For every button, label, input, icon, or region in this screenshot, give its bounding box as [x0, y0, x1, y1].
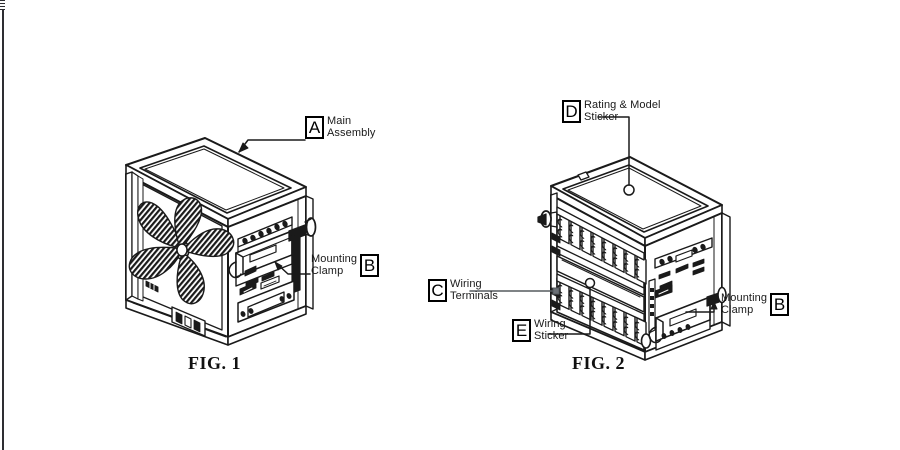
- fig1-caption: FIG. 1: [188, 353, 242, 373]
- callout-d-rating-model-sticker: D Rating & Model Sticker: [562, 99, 664, 123]
- wiring-sticker-marker: [584, 277, 596, 289]
- fan-assembly: [128, 197, 235, 305]
- fig2-caption: FIG. 2: [572, 353, 626, 373]
- callout-label-c: Wiring Terminals: [450, 278, 498, 302]
- callout-b-mounting-clamp-fig2: Mounting Clamp B: [718, 292, 790, 316]
- callout-b-mounting-clamp: Mounting Clamp B: [308, 253, 380, 277]
- callout-label-d: Rating & Model Sticker: [584, 99, 661, 123]
- callout-key-d: D: [562, 100, 581, 123]
- callout-label-b: Mounting Clamp: [311, 253, 358, 277]
- callout-key-b-fig2: B: [770, 293, 790, 316]
- fig2-artwork: [469, 116, 731, 361]
- callout-label-b-fig2: Mounting Clamp: [721, 292, 768, 316]
- rating-sticker-marker: [623, 184, 635, 196]
- callout-key-a: A: [305, 116, 324, 139]
- callout-key-e: E: [512, 319, 531, 342]
- callout-a-main-assembly: A Main Assembly: [305, 115, 378, 139]
- page-edge-rule: [2, 0, 4, 450]
- callout-e-wiring-sticker: E Wiring Sticker: [512, 318, 571, 342]
- mounting-clamp-fig2: [648, 286, 727, 351]
- mounting-clamp-fig1: [228, 217, 317, 294]
- fig1-artwork: [125, 137, 317, 346]
- page-edge-tick-mark: [0, 0, 5, 10]
- callout-key-c: C: [428, 279, 447, 302]
- callout-label-e: Wiring Sticker: [534, 318, 569, 342]
- callout-label-a: Main Assembly: [327, 115, 376, 139]
- callout-c-wiring-terminals: C Wiring Terminals: [428, 278, 501, 302]
- callout-key-b: B: [360, 254, 380, 277]
